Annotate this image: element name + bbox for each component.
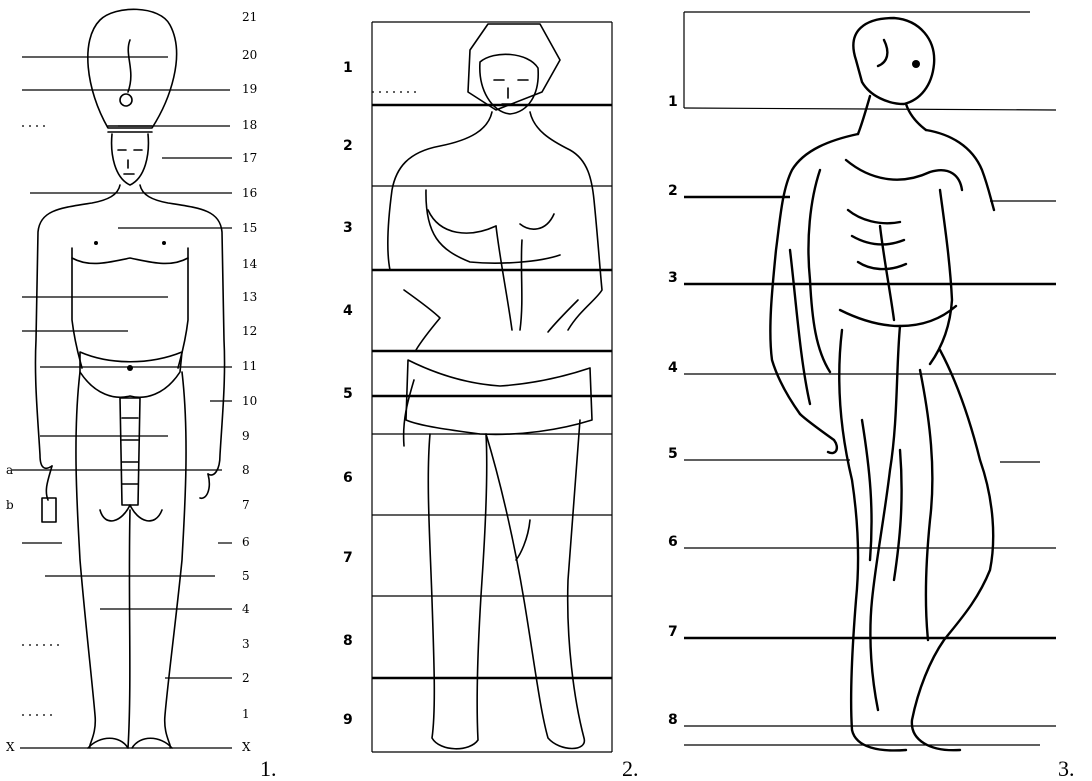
figure-caption: 1. bbox=[260, 756, 277, 781]
scale-label: 5 bbox=[343, 386, 353, 402]
scale-label: 2 bbox=[668, 183, 678, 199]
figure-2-grid bbox=[372, 22, 612, 752]
figure-2-scale: 1 2 3 4 5 6 7 8 9 bbox=[343, 60, 353, 728]
figure-1-scale: 21 20 19 18 17 16 15 14 13 12 11 10 9 8 … bbox=[6, 10, 258, 754]
scale-label: 6 bbox=[343, 470, 353, 486]
scale-label: 21 bbox=[242, 10, 257, 24]
scale-label: 1 bbox=[343, 60, 353, 76]
scale-label: 19 bbox=[242, 82, 257, 96]
scale-label: 1 bbox=[242, 707, 250, 721]
left-mark: X bbox=[6, 740, 15, 754]
scale-label: 5 bbox=[668, 446, 678, 462]
figure-1: 21 20 19 18 17 16 15 14 13 12 11 10 9 8 … bbox=[6, 9, 277, 781]
scale-label: 3 bbox=[668, 270, 678, 286]
scale-label: 5 bbox=[242, 569, 250, 583]
figure-2: 1 2 3 4 5 6 7 8 9 2. bbox=[343, 22, 639, 781]
scale-label: 3 bbox=[343, 220, 353, 236]
figure-caption: 3. bbox=[1058, 756, 1075, 781]
scale-label: 6 bbox=[242, 535, 250, 549]
scale-label: 6 bbox=[668, 534, 678, 550]
figure-3-scale: 1 2 3 4 5 6 7 8 bbox=[668, 94, 678, 728]
figure-1-body bbox=[35, 9, 224, 748]
scale-label: 7 bbox=[343, 550, 353, 566]
scale-label: 10 bbox=[242, 394, 257, 408]
left-mark: b bbox=[6, 498, 14, 512]
scale-label: 18 bbox=[242, 118, 257, 132]
scale-label: 9 bbox=[343, 712, 353, 728]
scale-label: 7 bbox=[668, 624, 678, 640]
scale-label: 15 bbox=[242, 221, 257, 235]
scale-label: 12 bbox=[242, 324, 257, 338]
scale-label: 4 bbox=[668, 360, 678, 376]
scale-label: 2 bbox=[242, 671, 250, 685]
figure-2-body bbox=[388, 24, 602, 749]
scale-label: 4 bbox=[242, 602, 250, 616]
scale-label: 16 bbox=[242, 186, 257, 200]
scale-label: 13 bbox=[242, 290, 257, 304]
figure-caption: 2. bbox=[622, 756, 639, 781]
scale-label: 8 bbox=[668, 712, 678, 728]
scale-label: 3 bbox=[242, 637, 250, 651]
figure-1-guides bbox=[12, 57, 232, 748]
scale-label: 2 bbox=[343, 138, 353, 154]
scale-label: 8 bbox=[242, 463, 250, 477]
scale-label: 20 bbox=[242, 48, 257, 62]
scale-label: X bbox=[242, 740, 251, 754]
scale-label: 17 bbox=[242, 151, 257, 165]
scale-label: 1 bbox=[668, 94, 678, 110]
scale-label: 4 bbox=[343, 303, 353, 319]
scale-label: 9 bbox=[242, 429, 250, 443]
left-mark: a bbox=[6, 463, 13, 477]
scale-label: 8 bbox=[343, 633, 353, 649]
scale-label: 7 bbox=[242, 498, 250, 512]
scale-label: 11 bbox=[242, 359, 257, 373]
scale-label: 14 bbox=[242, 257, 258, 271]
figure-3: 1 2 3 4 5 6 7 8 3. bbox=[668, 12, 1075, 781]
figure-3-body bbox=[770, 18, 994, 750]
